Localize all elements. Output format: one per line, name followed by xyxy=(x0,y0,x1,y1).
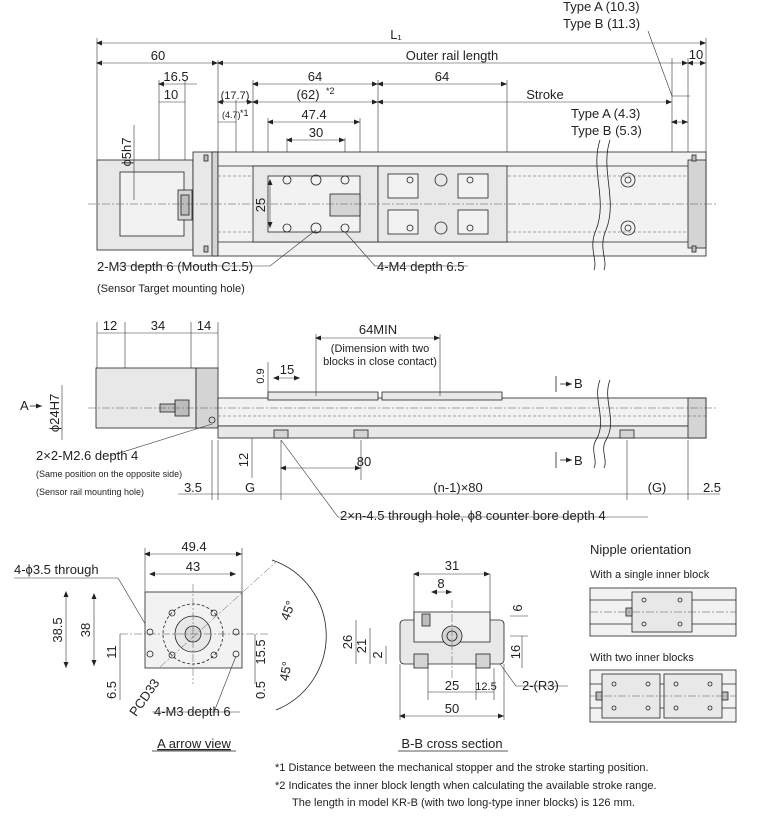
dim-43: 43 xyxy=(186,559,200,574)
min-note-2: blocks in close contact) xyxy=(323,356,437,368)
dim-12-5: 12.5 xyxy=(475,681,496,693)
m3-depth-label: 4-M3 depth 6 xyxy=(154,704,231,719)
type-b-mid: Type B (5.3) xyxy=(571,123,642,138)
dim-15-5: 15.5 xyxy=(253,639,268,664)
min-note-1: (Dimension with two xyxy=(331,343,429,355)
dim-80: 80 xyxy=(357,454,371,469)
nipple-title: Nipple orientation xyxy=(590,542,691,557)
phi-5h7: ϕ5h7 xyxy=(119,138,134,167)
m2-sub-2: (Sensor rail mounting hole) xyxy=(36,487,144,497)
b-bottom: B xyxy=(574,453,583,468)
dim-6: 6 xyxy=(510,604,525,611)
dim-34: 34 xyxy=(151,318,165,333)
m3-label: 2-M3 depth 6 (Mouth C1.5) xyxy=(97,259,253,274)
b-top: B xyxy=(574,376,583,391)
dim-3-5: 3.5 xyxy=(184,480,202,495)
bb-section-title: B-B cross section xyxy=(401,736,502,751)
dim-g: G xyxy=(245,480,255,495)
type-a-mid: Type A (4.3) xyxy=(571,106,640,121)
star-2: *2 xyxy=(326,86,335,96)
dim-2: 2 xyxy=(370,651,385,658)
dim-2-5: 2.5 xyxy=(703,480,721,495)
phi-24h7: ϕ24H7 xyxy=(47,394,62,432)
dim-38-5: 38.5 xyxy=(50,617,65,642)
dim-g-paren: (G) xyxy=(648,480,667,495)
footnote-2: *2 Indicates the inner block length when… xyxy=(275,780,657,792)
dim-25-top: 25 xyxy=(253,198,268,212)
dim-6-5: 6.5 xyxy=(104,681,119,699)
m2-label: 2×2-M2.6 depth 4 xyxy=(36,448,138,463)
side-view: 12 34 14 64MIN (Dimension with two block… xyxy=(20,318,721,523)
a-arrow-label: A xyxy=(20,398,29,413)
dim-8: 8 xyxy=(437,576,444,591)
dim-16-5: 16.5 xyxy=(163,69,188,84)
dim-16: 16 xyxy=(508,645,523,659)
l1-label: L₁ xyxy=(390,27,402,42)
nipple-two: With two inner blocks xyxy=(590,652,694,664)
b-b-section: 31 8 26 21 2 6 16 25 12.5 2-(R3) xyxy=(340,558,568,752)
dim-11: 11 xyxy=(104,645,119,659)
m2-sub-1: (Same position on the opposite side) xyxy=(36,469,182,479)
dim-38: 38 xyxy=(78,623,93,637)
dim-15: 15 xyxy=(280,362,294,377)
type-a-top: Type A (10.3) xyxy=(563,0,640,14)
stroke-label: Stroke xyxy=(526,87,564,102)
dim-64-a: 64 xyxy=(308,69,322,84)
dim-14: 14 xyxy=(197,318,211,333)
star-1: *1 xyxy=(240,108,249,118)
nipple-orientation: Nipple orientation With a single inner b… xyxy=(589,542,737,723)
top-view: L₁ 60 Outer rail length 10 Type A (10.3)… xyxy=(88,0,716,295)
footnote-3: The length in model KR-B (with two long-… xyxy=(292,797,635,809)
type-b-top: Type B (11.3) xyxy=(563,16,640,31)
r3-label: 2-(R3) xyxy=(522,678,559,693)
nipple-single: With a single inner block xyxy=(590,569,710,581)
m3-sub: (Sensor Target mounting hole) xyxy=(97,283,245,295)
dim-21: 21 xyxy=(354,639,369,653)
dim-45-a: 45° xyxy=(277,599,298,623)
dim-45-b: 45° xyxy=(276,660,294,682)
dim-26: 26 xyxy=(340,635,355,649)
dim-10-right: 10 xyxy=(689,47,703,62)
dim-64-b: 64 xyxy=(435,69,449,84)
dim-n-80: (n-1)×80 xyxy=(433,480,483,495)
dim-31: 31 xyxy=(445,558,459,573)
mount-holes xyxy=(203,154,697,253)
dim-49-4: 49.4 xyxy=(181,539,206,554)
arrow-view-title: A arrow view xyxy=(157,736,231,751)
dim-0-5: 0.5 xyxy=(253,681,268,699)
a-arrow-view: 49.4 43 4-ϕ3.5 through 45° 45° 38.5 38 1… xyxy=(14,539,327,752)
dim-17-7: (17.7) xyxy=(221,90,250,102)
dim-47-4: 47.4 xyxy=(301,107,326,122)
footnote-1: *1 Distance between the mechanical stopp… xyxy=(275,762,649,774)
dim-60: 60 xyxy=(151,48,165,63)
m4-label: 4-M4 depth 6.5 xyxy=(377,259,464,274)
dim-4-7: (4.7) xyxy=(222,110,241,120)
dim-30: 30 xyxy=(309,125,323,140)
min-64: 64MIN xyxy=(359,322,397,337)
dim-50: 50 xyxy=(445,701,459,716)
dim-25-bb: 25 xyxy=(445,678,459,693)
through-hole-label: 2×n-4.5 through hole, ϕ8 counter bore de… xyxy=(340,508,606,523)
dim-12-vert: 12 xyxy=(236,453,251,467)
dim-62: (62) xyxy=(296,87,319,102)
outer-rail-length-label: Outer rail length xyxy=(406,48,499,63)
dim-0-9: 0.9 xyxy=(255,368,267,383)
through-label: 4-ϕ3.5 through xyxy=(14,562,99,577)
dim-12: 12 xyxy=(103,318,117,333)
dim-10: 10 xyxy=(164,87,178,102)
